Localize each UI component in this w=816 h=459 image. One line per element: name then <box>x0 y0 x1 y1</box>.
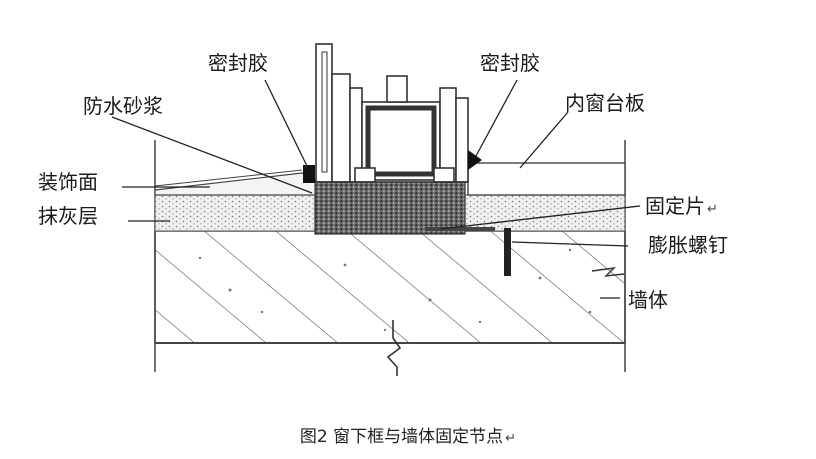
leader-lines <box>111 79 641 299</box>
fixing-plate <box>425 227 495 231</box>
label-fixing-plate-text: 固定片 <box>645 194 705 218</box>
caption-return-mark: ↵ <box>505 431 517 446</box>
break-line-right <box>591 267 625 277</box>
label-waterproof-mortar: 防水砂浆 <box>83 94 163 118</box>
label-sealant-left: 密封胶 <box>208 51 268 75</box>
inner-sill-board <box>467 162 626 196</box>
label-sealant-right: 密封胶 <box>480 51 540 75</box>
plaster-layer-right <box>464 194 626 232</box>
return-mark: ↵ <box>707 202 718 217</box>
label-finish-surface: 装饰面 <box>38 170 98 194</box>
figure-caption: 图2 窗下框与墙体固定节点↵ <box>0 422 816 447</box>
label-inner-sill-board: 内窗台板 <box>565 91 645 115</box>
label-fixing-plate: 固定片↵ <box>645 196 718 216</box>
finish-surface <box>154 172 316 196</box>
label-plaster-layer: 抹灰层 <box>38 204 98 228</box>
plaster-layer-left <box>154 194 316 232</box>
expansion-bolt <box>504 228 511 276</box>
label-expansion-bolt: 膨胀螺钉 <box>648 233 728 257</box>
waterproof-mortar-block <box>314 181 466 235</box>
sealant-right-bead <box>468 150 482 170</box>
label-wall: 墙体 <box>628 288 668 312</box>
wall-body <box>154 140 626 372</box>
break-line-wall <box>386 320 402 376</box>
sealant-left-bead <box>303 165 315 183</box>
caption-text: 图2 窗下框与墙体固定节点 <box>299 427 504 447</box>
window-frame-profile <box>315 43 469 183</box>
